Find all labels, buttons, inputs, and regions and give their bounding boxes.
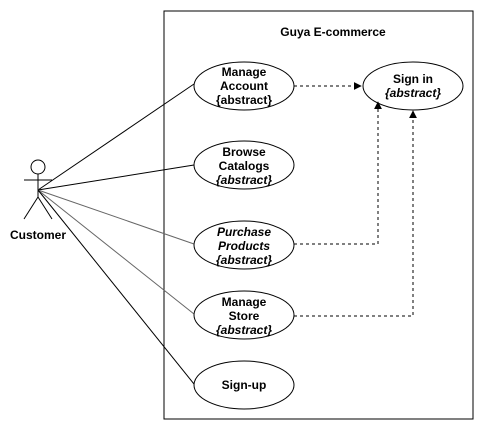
manage-store-ellipse[interactable] [193, 290, 295, 340]
use-case-manage-account[interactable]: Manage Account {abstract} [189, 65, 299, 107]
actor-figure [23, 159, 53, 220]
assoc-browse-catalogs [37, 164, 195, 191]
use-case-sign-in[interactable]: Sign in {abstract} [358, 72, 468, 100]
actor-label: Customer [9, 228, 67, 242]
use-case-stereotype: {abstract} [215, 93, 273, 107]
assoc-manage-account [37, 83, 195, 191]
associations [37, 83, 195, 385]
assoc-purchase-products [37, 189, 195, 245]
sign-in-ellipse[interactable] [362, 61, 464, 111]
use-case-label: Store [228, 309, 260, 323]
use-case-label: Manage [221, 295, 267, 309]
use-case-purchase-products[interactable]: Purchase Products {abstract} [189, 225, 299, 267]
use-case-label: Sign-up [221, 378, 267, 392]
browse-catalogs-ellipse[interactable] [193, 140, 295, 190]
use-case-stereotype: {abstract} [384, 86, 442, 100]
actor-right-leg [37, 196, 53, 220]
dependencies [294, 82, 417, 317]
use-case-label: Sign in [393, 72, 433, 86]
system-title: Guya E-commerce [280, 25, 386, 39]
actor-head [30, 159, 46, 175]
assoc-sign-up [37, 189, 195, 385]
use-case-label: Browse [222, 145, 266, 159]
actor-left-leg [23, 196, 39, 220]
use-case-sign-up[interactable]: Sign-up [189, 378, 299, 392]
use-case-label: Purchase [216, 225, 272, 239]
use-case-stereotype: {abstract} [215, 323, 273, 337]
dep-purchase-products-to-sign-in [294, 101, 382, 245]
use-case-ellipses [193, 61, 464, 410]
use-case-stereotype: {abstract} [215, 173, 273, 187]
sign-up-ellipse[interactable] [193, 360, 295, 410]
use-case-label: Products [217, 239, 270, 253]
use-case-stereotype: {abstract} [215, 253, 273, 267]
use-case-manage-store[interactable]: Manage Store {abstract} [189, 295, 299, 337]
use-case-browse-catalogs[interactable]: Browse Catalogs {abstract} [189, 145, 299, 187]
assoc-manage-store [37, 189, 195, 315]
use-case-label: Manage [221, 65, 267, 79]
purchase-products-ellipse[interactable] [193, 220, 295, 270]
use-case-label: Catalogs [218, 159, 270, 173]
use-case-label: Account [220, 79, 268, 93]
